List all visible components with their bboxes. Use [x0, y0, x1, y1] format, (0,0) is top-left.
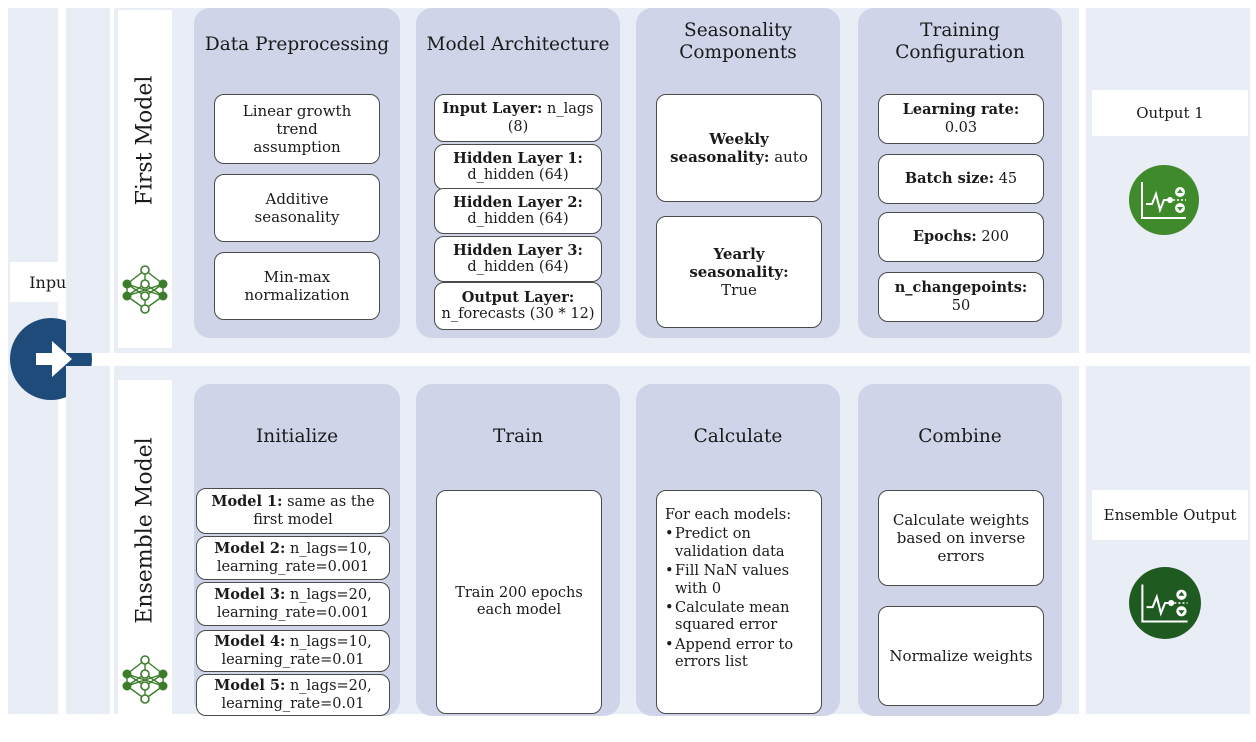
panel-title: Data Preprocessing	[204, 34, 390, 55]
card-calculate-weights: Calculate weights based on inverse error…	[878, 490, 1044, 586]
card-hidden-layer-1: Hidden Layer 1:d_hidden (64)	[434, 144, 602, 190]
neural-network-icon	[118, 262, 172, 316]
card-n-changepoints: n_changepoints: 50	[878, 272, 1044, 322]
panel-data-preprocessing: Data Preprocessing Linear growth trend a…	[194, 8, 400, 338]
panel-title: Model Architecture	[426, 34, 610, 55]
panel-combine: Combine Calculate weights based on inver…	[858, 384, 1062, 716]
card-additive-seasonality: Additive seasonality	[214, 174, 380, 242]
panel-train: Train Train 200 epochs each model	[416, 384, 620, 716]
ensemble-output-strip	[1086, 366, 1250, 714]
bullet-dot: •	[665, 563, 674, 580]
card-output-layer: Output Layer:n_forecasts (30 * 12)	[434, 282, 602, 330]
bullet-dot: •	[665, 526, 674, 543]
card-normalize-weights: Normalize weights	[878, 606, 1044, 706]
card-batch-size: Batch size: 45	[878, 154, 1044, 204]
card-model-4: Model 4: n_lags=10, learning_rate=0.01	[196, 630, 390, 672]
card-epochs: Epochs: 200	[878, 212, 1044, 262]
bullet-dot: •	[665, 636, 674, 653]
panel-title: Initialize	[255, 426, 339, 447]
ensemble-model-label-strip	[66, 366, 110, 714]
neural-network-icon	[118, 652, 172, 706]
panel-initialize: Initialize Model 1: same as the first mo…	[194, 384, 400, 716]
card-model-1: Model 1: same as the first model	[196, 488, 390, 534]
card-weekly-seasonality: Weekly seasonality: auto	[656, 94, 822, 202]
ensemble-output-label: Ensemble Output	[1092, 490, 1248, 540]
line-chart-circle-icon	[1128, 164, 1200, 236]
panel-title: Train	[492, 426, 544, 447]
card-hidden-layer-2: Hidden Layer 2:d_hidden (64)	[434, 188, 602, 234]
card-input-layer: Input Layer: n_lags (8)	[434, 94, 602, 142]
first-model-label-strip	[66, 8, 110, 353]
bullet-dot: •	[665, 599, 674, 616]
line-chart-circle-icon	[1128, 566, 1202, 640]
panel-model-architecture: Model Architecture Input Layer: n_lags (…	[416, 8, 620, 338]
card-linear-growth: Linear growth trend assumption	[214, 94, 380, 164]
ensemble-model-label: Ensemble Model	[132, 436, 158, 624]
card-model-5: Model 5: n_lags=20, learning_rate=0.01	[196, 674, 390, 716]
card-train-epochs: Train 200 epochs each model	[436, 490, 602, 714]
card-learning-rate: Learning rate: 0.03	[878, 94, 1044, 144]
card-yearly-seasonality: Yearly seasonality:True	[656, 216, 822, 328]
calculate-intro: For each models:	[665, 507, 792, 523]
first-model-label: First Model	[132, 75, 158, 205]
card-min-max: Min-max normalization	[214, 252, 380, 320]
card-model-2: Model 2: n_lags=10, learning_rate=0.001	[196, 536, 390, 580]
output-1-label: Output 1	[1092, 90, 1248, 136]
neural-network-svg	[122, 265, 168, 314]
card-hidden-layer-3: Hidden Layer 3:d_hidden (64)	[434, 236, 602, 282]
card-model-3: Model 3: n_lags=20, learning_rate=0.001	[196, 582, 390, 626]
panel-title: Calculate	[693, 426, 783, 447]
panel-title: Combine	[918, 426, 1002, 447]
